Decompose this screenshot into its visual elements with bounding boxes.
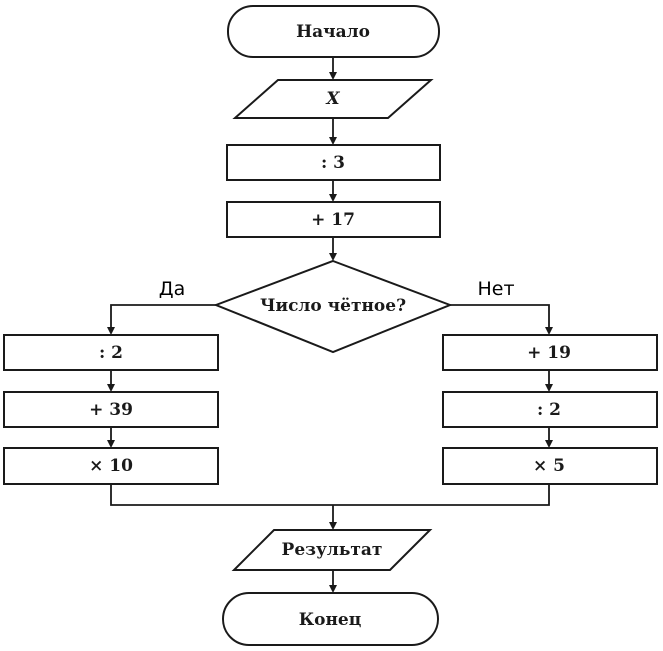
connectors — [107, 57, 553, 593]
no-process-2: : 2 — [442, 391, 658, 428]
end-label: Конец — [299, 610, 362, 630]
yes-process-3: × 10 — [3, 447, 219, 485]
no-process-3: × 5 — [442, 447, 658, 485]
process-label: : 3 — [321, 153, 345, 173]
process-label: × 10 — [89, 456, 133, 476]
no-process-1: + 19 — [442, 334, 658, 371]
process-label: : 2 — [99, 343, 123, 363]
input-block: X — [232, 79, 434, 119]
process-label: + 19 — [527, 343, 571, 363]
output-block: Результат — [231, 529, 433, 571]
input-label: X — [325, 89, 340, 109]
yes-branch-label: Да — [159, 278, 186, 300]
process-add-17: + 17 — [226, 201, 441, 238]
start-terminator: Начало — [227, 5, 440, 58]
process-label: + 17 — [311, 210, 355, 230]
process-label: × 5 — [533, 456, 565, 476]
yes-process-1: : 2 — [3, 334, 219, 371]
process-label: : 2 — [537, 400, 561, 420]
no-branch-label: Нет — [477, 278, 514, 300]
process-divide-3: : 3 — [226, 144, 441, 181]
decision-label: Число чётное? — [260, 296, 406, 316]
start-label: Начало — [296, 22, 370, 42]
output-label: Результат — [282, 540, 383, 560]
yes-process-2: + 39 — [3, 391, 219, 428]
process-label: + 39 — [89, 400, 133, 420]
decision-diamond: Число чётное? — [213, 259, 453, 354]
end-terminator: Конец — [222, 592, 439, 646]
